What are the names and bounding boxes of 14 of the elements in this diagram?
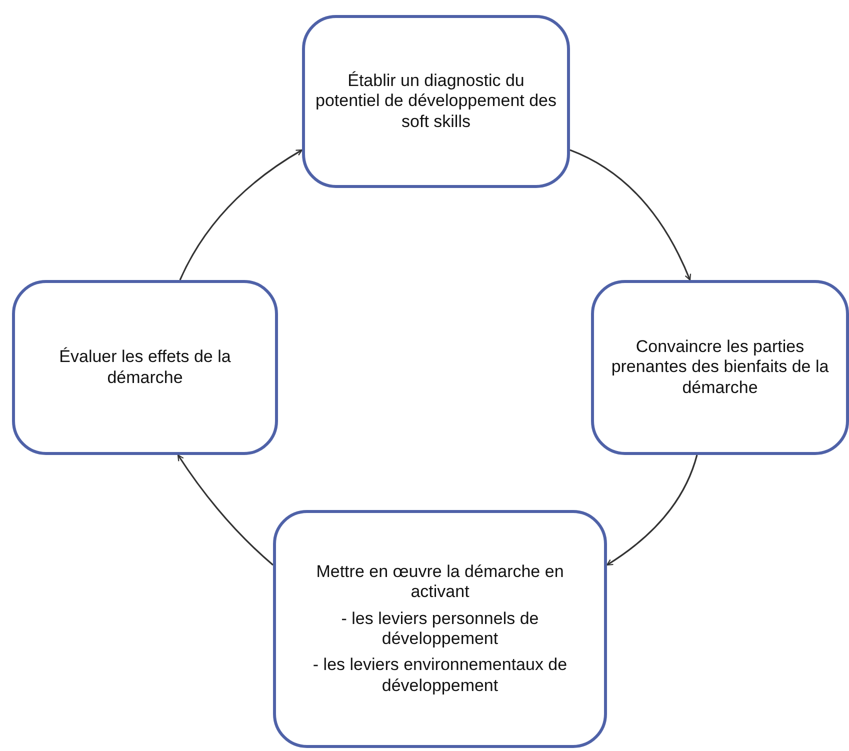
process-box [273,510,607,748]
curved-arrow [177,454,274,566]
process-box [12,280,278,455]
step-text: - les leviers personnels de développement [340,608,540,650]
process-box [591,280,849,455]
curved-arrow [179,149,303,280]
step-text: Convaincre les parties prenantes des bienfaits de la démarche [610,336,830,398]
step-text: - les leviers environnementaux de développement [312,655,568,696]
process-box [302,15,570,188]
step-text: Mettre en œuvre la démarche en activant [315,562,565,603]
step-text: Évaluer les effets de la démarche [58,347,232,388]
step-text: Établir un diagnostic du potentiel de développement des soft skills [315,70,557,132]
curved-arrow [570,149,691,281]
curved-arrow [606,454,698,566]
